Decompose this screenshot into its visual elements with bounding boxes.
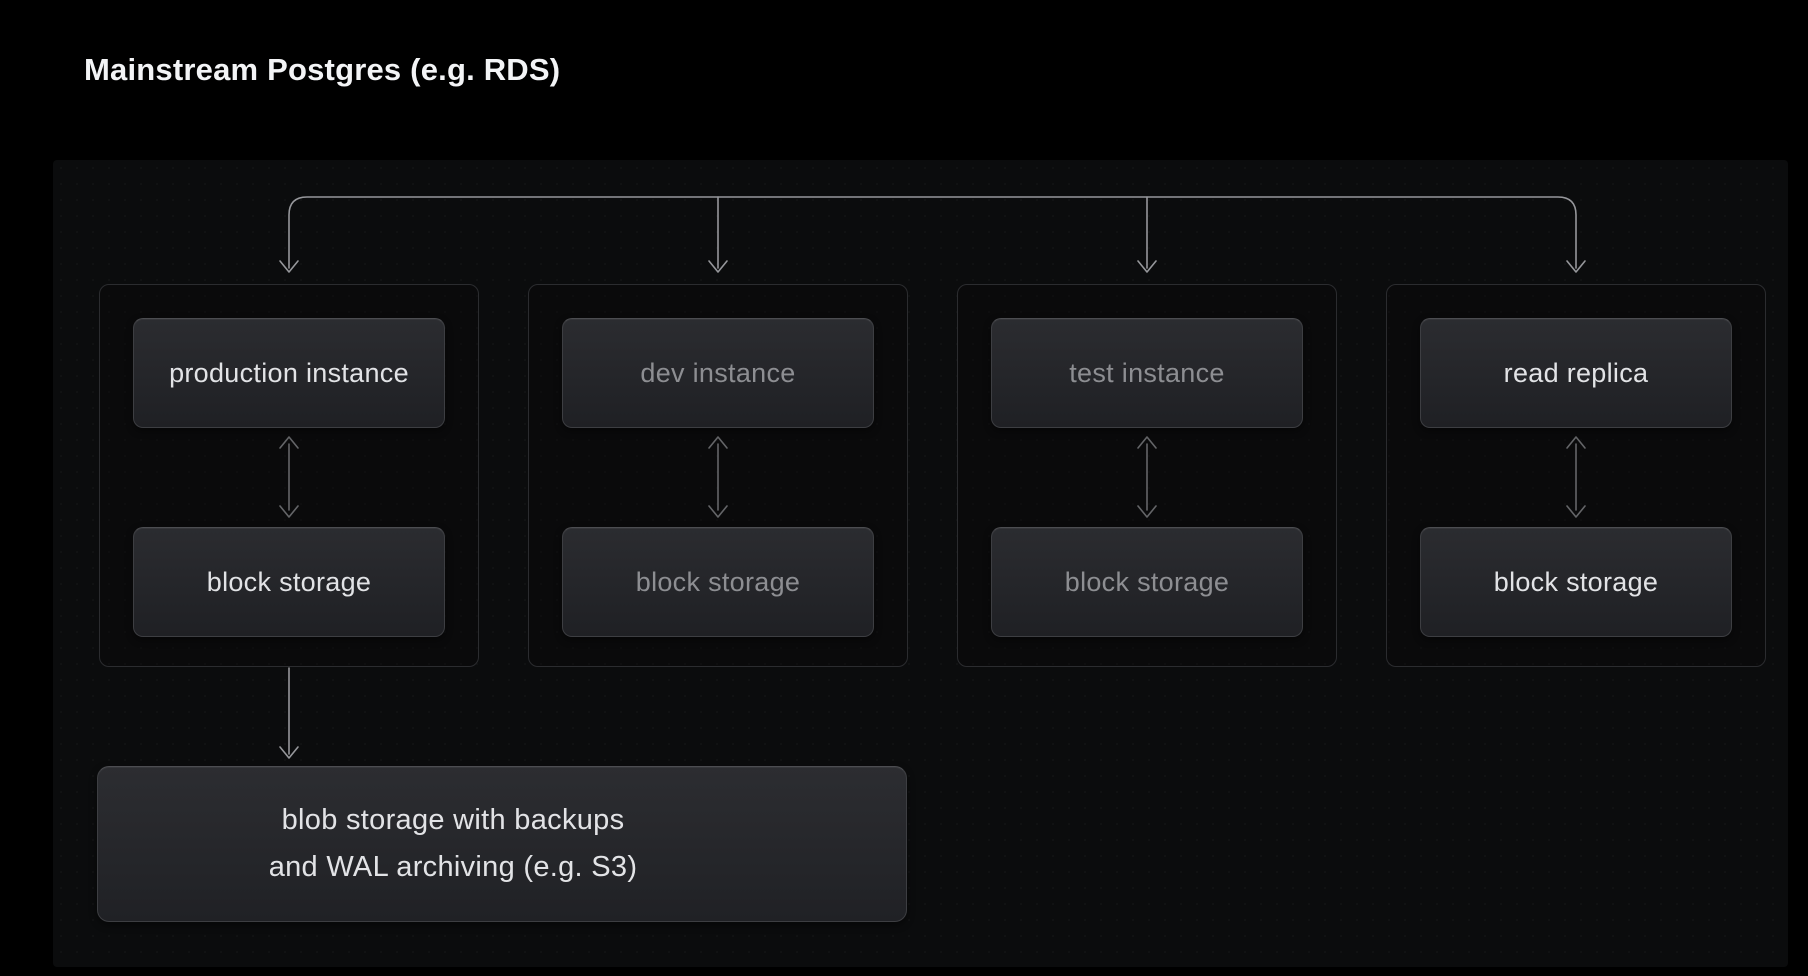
instance-node: read replica: [1420, 318, 1732, 428]
instance-node: test instance: [991, 318, 1303, 428]
storage-node: block storage: [991, 527, 1303, 637]
page-title: Mainstream Postgres (e.g. RDS): [84, 52, 561, 87]
group-test: test instance block storage: [957, 284, 1337, 667]
storage-node: block storage: [562, 527, 874, 637]
blob-storage-label: blob storage with backups and WAL archiv…: [98, 797, 808, 891]
instance-node: production instance: [133, 318, 445, 428]
group-read-replica: read replica block storage: [1386, 284, 1766, 667]
blob-storage-line2: and WAL archiving (e.g. S3): [268, 851, 638, 883]
group-dev: dev instance block storage: [528, 284, 908, 667]
storage-node: block storage: [1420, 527, 1732, 637]
instance-node: dev instance: [562, 318, 874, 428]
storage-node: block storage: [133, 527, 445, 637]
group-production: production instance block storage: [99, 284, 479, 667]
blob-storage-node: blob storage with backups and WAL archiv…: [97, 766, 907, 922]
blob-storage-line1: blob storage with backups: [281, 804, 625, 836]
